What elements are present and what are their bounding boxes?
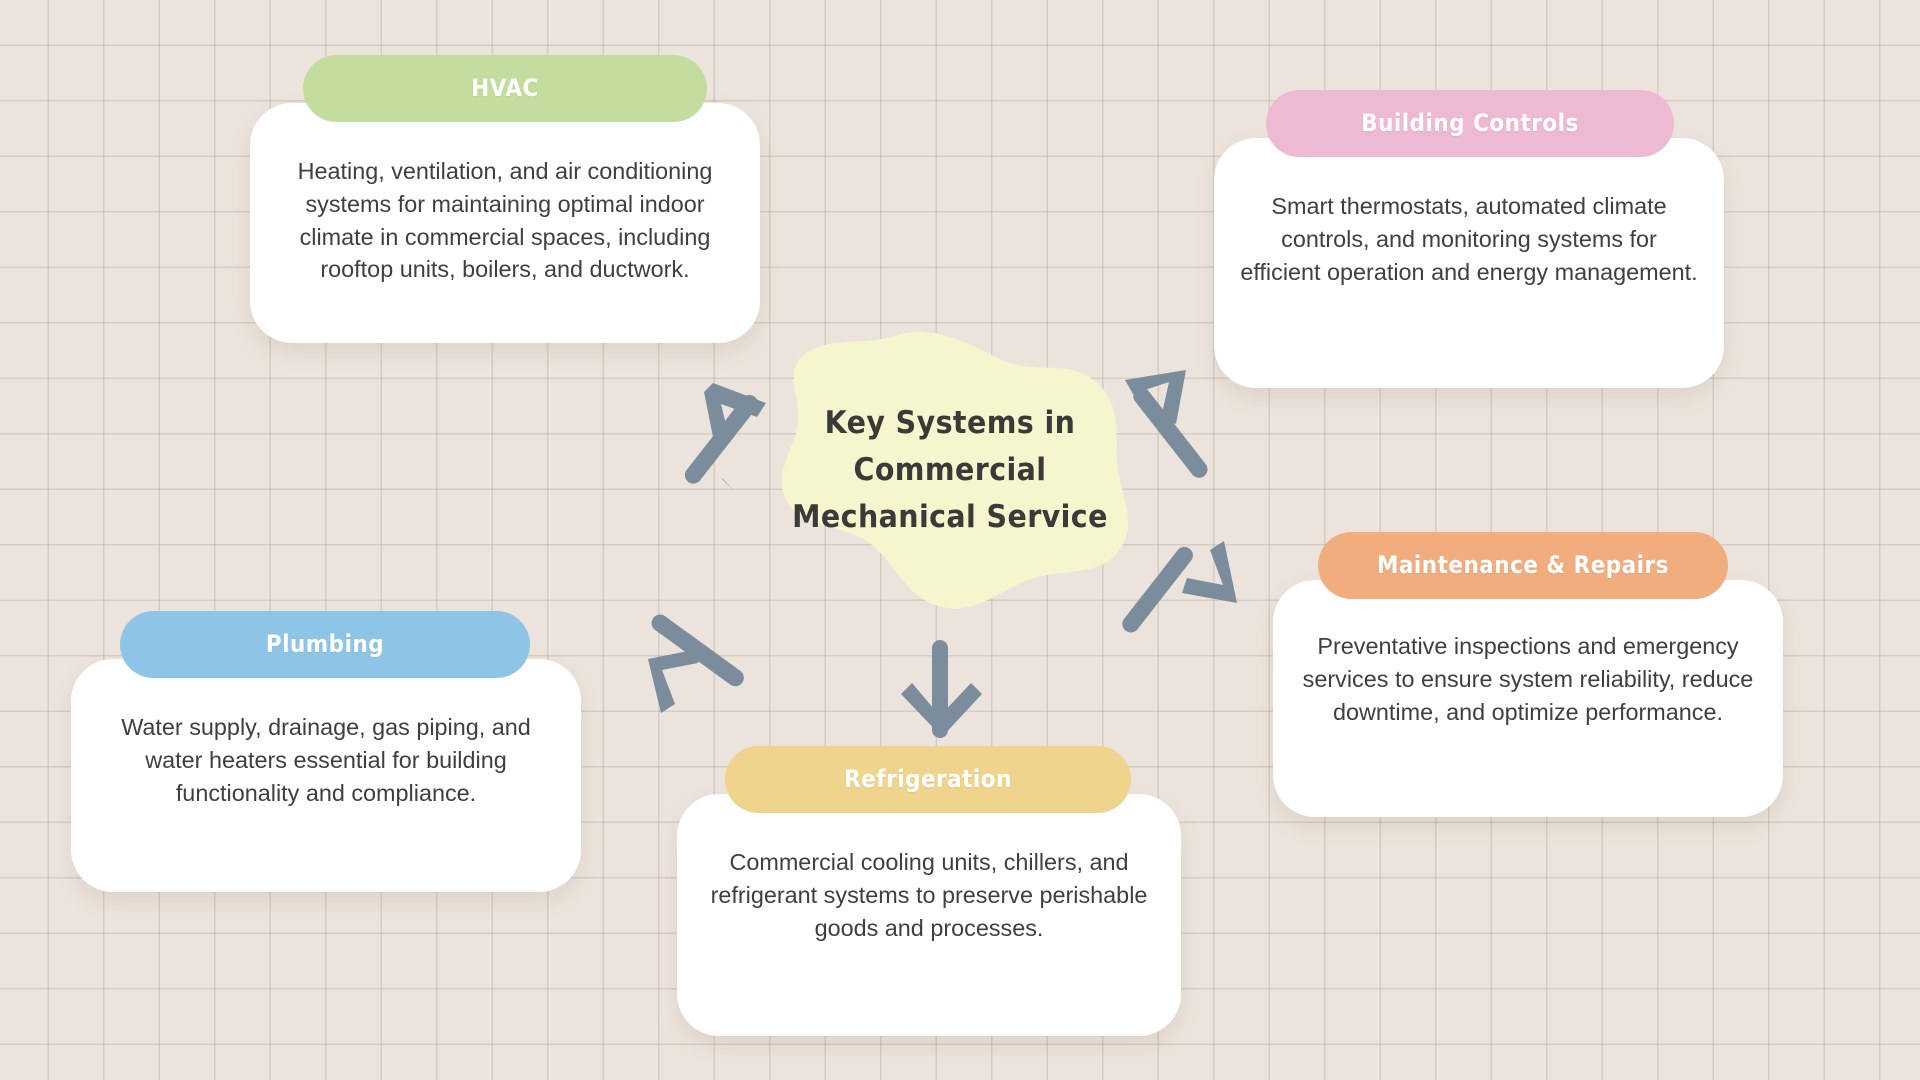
card-hvac[interactable]: Heating, ventilation, and air conditioni… [250,55,760,345]
card-maintenance-repairs-title: Maintenance & Repairs [1377,551,1669,580]
arrow-to-plumbing-icon [648,614,744,713]
center-node-title: Key Systems in Commercial Mechanical Ser… [766,330,1134,610]
card-hvac-description: Heating, ventilation, and air conditioni… [297,158,713,283]
card-refrigeration-description: Commercial cooling units, chillers, and … [710,849,1148,941]
card-hvac-body: Heating, ventilation, and air conditioni… [250,103,760,343]
card-plumbing-header[interactable]: Plumbing [120,611,530,678]
card-plumbing[interactable]: Water supply, drainage, gas piping, and … [71,611,581,892]
center-node[interactable]: Key Systems in Commercial Mechanical Ser… [766,330,1134,610]
card-building-controls-body: Smart thermostats, automated climate con… [1214,138,1724,388]
card-building-controls-description: Smart thermostats, automated climate con… [1240,193,1698,285]
card-refrigeration-body: Commercial cooling units, chillers, and … [677,794,1181,1036]
card-maintenance-repairs-description: Preventative inspections and emergency s… [1302,633,1754,725]
center-title-line-2: Commercial [853,451,1047,488]
card-plumbing-description: Water supply, drainage, gas piping, and … [121,714,531,806]
card-refrigeration-title: Refrigeration [844,765,1012,794]
card-refrigeration[interactable]: Commercial cooling units, chillers, and … [677,746,1181,1036]
card-building-controls-header[interactable]: Building Controls [1266,90,1674,157]
center-title-line-3: Mechanical Service [792,498,1108,535]
center-title-line-1: Key Systems in [824,403,1076,441]
center-blob-shape [781,331,1129,609]
card-refrigeration-header[interactable]: Refrigeration [725,746,1131,813]
arrow-to-refrigeration-icon [901,640,982,738]
card-maintenance-repairs[interactable]: Preventative inspections and emergency s… [1273,532,1783,817]
card-hvac-header[interactable]: HVAC [303,55,707,122]
card-building-controls-title: Building Controls [1361,109,1579,138]
arrow-to-building-controls-icon [1125,370,1208,478]
arrow-to-maintenance-icon [1122,541,1237,633]
card-maintenance-repairs-body: Preventative inspections and emergency s… [1273,580,1783,817]
card-plumbing-body: Water supply, drainage, gas piping, and … [71,659,581,892]
card-hvac-title: HVAC [471,74,539,103]
arrow-to-hvac-icon [684,383,766,493]
card-maintenance-repairs-header[interactable]: Maintenance & Repairs [1318,532,1728,599]
card-plumbing-title: Plumbing [265,630,385,659]
card-building-controls[interactable]: Smart thermostats, automated climate con… [1214,90,1724,388]
